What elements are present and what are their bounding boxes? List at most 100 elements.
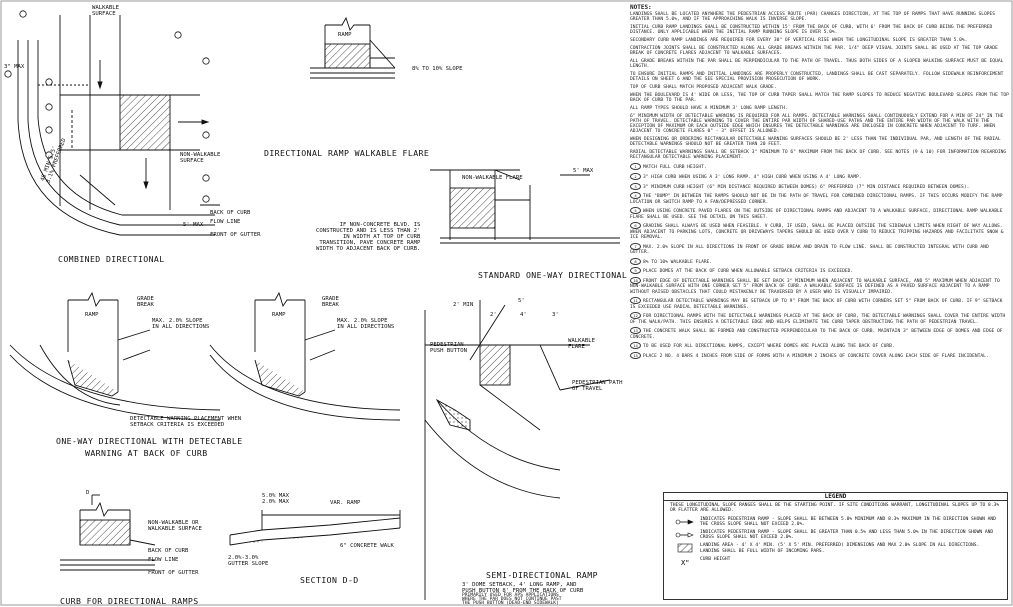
note-numbered-text: RECTANGULAR DETECTABLE WARNINGS MAY BE S… xyxy=(630,299,1003,310)
section-dd-detail xyxy=(229,510,401,546)
legend-symbol-arrow-b-icon xyxy=(670,530,700,540)
callouts-combined xyxy=(4,10,210,203)
label-ped-path: PEDESTRIAN PATH OF TRAVEL xyxy=(572,380,623,392)
notes-general-list: LANDINGS SHALL BE LOCATED ANYWHERE THE P… xyxy=(630,12,1010,160)
note-numbered-text: 8% TO 10% WALKABLE FLARE. xyxy=(643,259,713,265)
note-number-badge: 7 xyxy=(630,242,641,250)
note-numbered-text: MAX. 2.0% SLOPE IN ALL DIRECTIONS IN FRO… xyxy=(630,244,989,255)
note-general-item: WHEN DESIGNING OR ORDERING RECTANGULAR D… xyxy=(630,137,1001,148)
title-walkable-flare: DIRECTIONAL RAMP WALKABLE FLARE xyxy=(264,148,430,158)
legend-row-text: INDICATES PEDESTRIAN RAMP - SLOPE SHALL … xyxy=(700,516,996,527)
note-number-badge: 15 xyxy=(630,352,641,360)
semi-directional-detail xyxy=(424,300,611,600)
note-number-badge: 8 xyxy=(630,257,641,265)
title-one-way-dw-2: WARNING AT BACK OF CURB xyxy=(85,448,208,458)
label-concrete-walk: 6" CONCRETE WALK xyxy=(340,543,394,549)
title-one-way-dw-1: ONE-WAY DIRECTIONAL WITH DETECTABLE xyxy=(56,436,243,446)
note-general-item: LANDINGS SHALL BE LOCATED ANYWHERE THE P… xyxy=(630,12,996,23)
label-slope-8-10: 8% TO 10% SLOPE xyxy=(412,66,463,72)
note-number-badge: 5 xyxy=(630,207,641,215)
note-number-badge: 12 xyxy=(630,312,641,320)
legend-row: LANDING AREA - 4' X 4' MIN. (5' X 5' MIN… xyxy=(664,542,1007,555)
legend-symbol-x-icon: X" xyxy=(670,557,700,567)
label-dw-placement: DETECTABLE WARNING PLACEMENT WHEN SETBAC… xyxy=(130,416,242,428)
combined-directional-detail xyxy=(17,15,220,236)
label-grade-break-1: GRADE BREAK xyxy=(137,296,154,308)
label-flow-line-2: FLOW LINE xyxy=(148,557,179,563)
legend-rows: INDICATES PEDESTRIAN RAMP - SLOPE SHALL … xyxy=(664,516,1007,569)
label-ped-push: PEDESTRIAN PUSH BUTTON xyxy=(430,342,468,354)
label-back-of-curb-2: BACK OF CURB xyxy=(148,548,189,554)
note-general-item: TO ENSURE INITIAL RAMPS AND INITIAL LAND… xyxy=(630,72,1004,83)
note-numbered-text: PLACE 2 NO. 4 BARS 4 INCHES FROM SIDE OF… xyxy=(643,354,989,360)
legend-row-text: INDICATES PEDESTRIAN RAMP - SLOPE SHALL … xyxy=(700,530,994,541)
note-number-badge: 1 xyxy=(630,163,641,170)
label-3-max: 3" MAX xyxy=(4,64,25,70)
svg-text:X": X" xyxy=(681,559,689,567)
label-front-of-gutter-2: FRONT OF GUTTER xyxy=(148,570,199,576)
label-dim-3: 3' xyxy=(552,312,559,318)
notes-panel: NOTES: LANDINGS SHALL BE LOCATED ANYWHER… xyxy=(630,4,1010,362)
legend-row-text: LANDING AREA - 4' X 4' MIN. (5' X 5' MIN… xyxy=(700,543,980,554)
label-ramp-ow1: RAMP xyxy=(85,312,99,318)
legend-intro: THESE LONGITUDINAL SLOPE RANGES SHALL BE… xyxy=(670,503,1000,514)
note-general-item: SECONDARY CURB RAMP LANDINGS ARE REQUIRE… xyxy=(630,38,968,44)
legend-box: LEGEND THESE LONGITUDINAL SLOPE RANGES S… xyxy=(663,492,1008,600)
title-combined-directional: COMBINED DIRECTIONAL xyxy=(58,254,165,264)
legend-row: X"CURB HEIGHT xyxy=(664,556,1007,569)
note-numbered-text: PLACE DOMES AT THE BACK OF CURB WHEN ALL… xyxy=(643,269,854,275)
label-walkable-flare: WALKABLE FLARE xyxy=(568,338,595,350)
label-front-of-gutter: FRONT OF GUTTER xyxy=(210,232,261,238)
note-general-item: 6" MINIMUM WIDTH OF DETECTABLE WARNING I… xyxy=(630,113,1004,135)
note-general-item: INITIAL CURB RAMP LANDINGS SHALL BE CONS… xyxy=(630,25,993,36)
title-curb-directional: CURB FOR DIRECTIONAL RAMPS xyxy=(60,596,199,606)
walkable-flare-detail xyxy=(310,16,396,79)
note-numbered-text: THE CONCRETE WALK SHALL BE FORMED AND CO… xyxy=(630,329,1003,340)
note-number-badge: 2 xyxy=(630,172,641,180)
note-numbered-text: 3" HIGH CURB WHEN USING A 3' LONG RAMP. … xyxy=(643,174,862,180)
note-numbered-text: THE "BUMP" IN BETWEEN THE RAMPS SHOULD N… xyxy=(630,194,1003,205)
note-numbered-text: TO BE USED FOR ALL DIRECTIONAL RAMPS, EX… xyxy=(643,344,895,350)
notes-heading: NOTES: xyxy=(630,4,652,11)
legend-row: INDICATES PEDESTRIAN RAMP - SLOPE SHALL … xyxy=(664,529,1007,542)
label-5-max-std: 5' MAX xyxy=(573,168,594,174)
note-number-badge: 13 xyxy=(630,327,641,335)
note-general-item: CONTRACTION JOINTS SHALL BE CONSTRUCTED … xyxy=(630,46,998,57)
note-numbered-text: FRONT EDGE OF DETECTABLE WARNINGS SHALL … xyxy=(630,279,1000,295)
label-2-min: 2' MIN xyxy=(453,302,474,308)
note-numbered-text: 3" MINIMUM CURB HEIGHT (6" MIN DISTANCE … xyxy=(643,184,970,190)
label-non-walkable-surface: NON-WALKABLE SURFACE xyxy=(180,152,221,164)
label-dim-4: 4' xyxy=(520,312,527,318)
title-semi-directional: SEMI-DIRECTIONAL RAMP xyxy=(486,570,598,580)
curb-detail xyxy=(60,494,156,571)
legend-row: INDICATES PEDESTRIAN RAMP - SLOPE SHALL … xyxy=(664,516,1007,529)
label-back-of-curb: BACK OF CURB xyxy=(210,210,251,216)
standard-one-way-detail xyxy=(430,169,620,244)
note-general-item: ALL RAMP TYPES SHOULD HAVE A MINIMUM 3' … xyxy=(630,105,788,111)
note-general-item: RADIAL DETECTABLE WARNINGS SHALL BE SETB… xyxy=(630,150,1007,161)
label-var-ramp: VAR. RAMP xyxy=(330,500,361,506)
title-standard-one-way: STANDARD ONE-WAY DIRECTIONAL xyxy=(478,270,628,280)
label-max-slope-1: MAX. 2.0% SLOPE IN ALL DIRECTIONS xyxy=(152,318,210,330)
legend-title: LEGEND xyxy=(664,493,1007,502)
label-max-slope-2: MAX. 2.0% SLOPE IN ALL DIRECTIONS xyxy=(337,318,395,330)
note-number-badge: 4 xyxy=(630,192,641,200)
label-non-walkable-flare: NON-WALKABLE FLARE xyxy=(462,175,523,181)
label-dim-2: 2' xyxy=(490,312,497,318)
note-number-badge: 14 xyxy=(630,342,641,350)
